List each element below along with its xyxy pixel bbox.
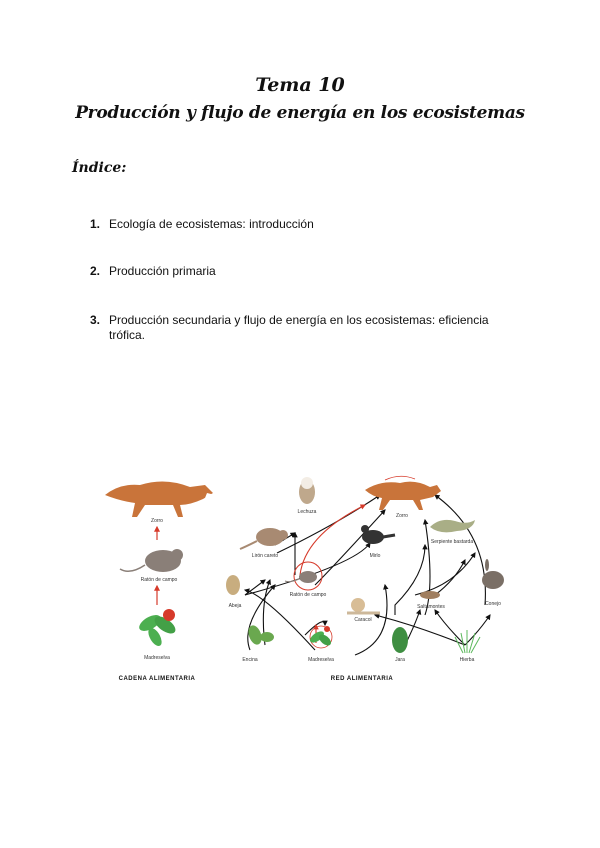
index-item-text: Ecología de ecosistemas: introducción xyxy=(109,217,314,231)
index-item-number: 2. xyxy=(90,264,101,278)
chain-label-mouse: Ratón de campo xyxy=(141,577,178,583)
owl-illustration xyxy=(299,477,315,504)
rockrose-illustration xyxy=(392,627,408,653)
chain-label-plant: Madreselva xyxy=(144,655,170,661)
index-item-text: Producción primaria xyxy=(109,264,216,278)
web-label-holm-oak: Encina xyxy=(242,657,258,663)
fox-illustration-web xyxy=(365,475,441,510)
honeysuckle-illustration-web xyxy=(309,625,333,649)
chain-label-fox: Zorro xyxy=(151,518,163,524)
web-label-rabbit: Conejo xyxy=(485,601,501,607)
web-label-grasshopper: Saltamontes xyxy=(417,604,445,610)
web-label-grass: Hierba xyxy=(460,657,475,663)
blackbird-illustration xyxy=(361,525,396,544)
web-label-blackbird: Mirlo xyxy=(370,553,381,559)
snake-illustration xyxy=(430,519,475,533)
holm-oak-illustration xyxy=(248,625,274,645)
rabbit-illustration xyxy=(482,559,504,589)
snail-illustration xyxy=(347,598,380,615)
web-label-bee: Abeja xyxy=(229,603,242,609)
index-item-1: 1. Ecología de ecosistemas: introducción xyxy=(90,217,520,232)
web-label-rockrose: Jara xyxy=(395,657,405,663)
web-label-snail: Caracol xyxy=(354,617,371,623)
food-chain-figure: Zorro Ratón de campo Madreselva CADENA A… xyxy=(95,465,515,690)
index-item-2: 2. Producción primaria xyxy=(90,264,520,279)
web-label-honeysuckle: Madreselva xyxy=(308,657,334,663)
index-item-number: 1. xyxy=(90,217,101,231)
mouse-illustration xyxy=(119,549,183,572)
document-title-line2: Producción y flujo de energía en los eco… xyxy=(75,103,525,123)
fox-illustration xyxy=(105,481,215,517)
dormouse-illustration xyxy=(239,528,288,550)
bee-illustration xyxy=(226,575,240,595)
grass-illustration xyxy=(454,630,481,654)
web-label-owl: Lechuza xyxy=(298,509,317,515)
web-label-dormouse: Lirón careto xyxy=(252,553,279,559)
index-item-number: 3. xyxy=(90,313,101,327)
index-heading: Índice: xyxy=(72,160,127,176)
document-title-line1: Tema 10 xyxy=(255,74,345,96)
web-label-snake: Serpiente bastarda xyxy=(431,539,473,545)
field-mouse-illustration xyxy=(284,561,323,591)
web-label-fox: Zorro xyxy=(396,513,408,519)
chain-caption: CADENA ALIMENTARIA xyxy=(119,676,196,682)
index-item-3: 3. Producción secundaria y flujo de ener… xyxy=(90,313,520,343)
honeysuckle-plant-illustration xyxy=(139,609,176,647)
web-caption: RED ALIMENTARIA xyxy=(331,676,394,682)
web-label-field-mouse: Ratón de campo xyxy=(290,592,327,598)
index-item-text: Producción secundaria y flujo de energía… xyxy=(109,313,489,342)
grasshopper-illustration xyxy=(420,591,440,599)
